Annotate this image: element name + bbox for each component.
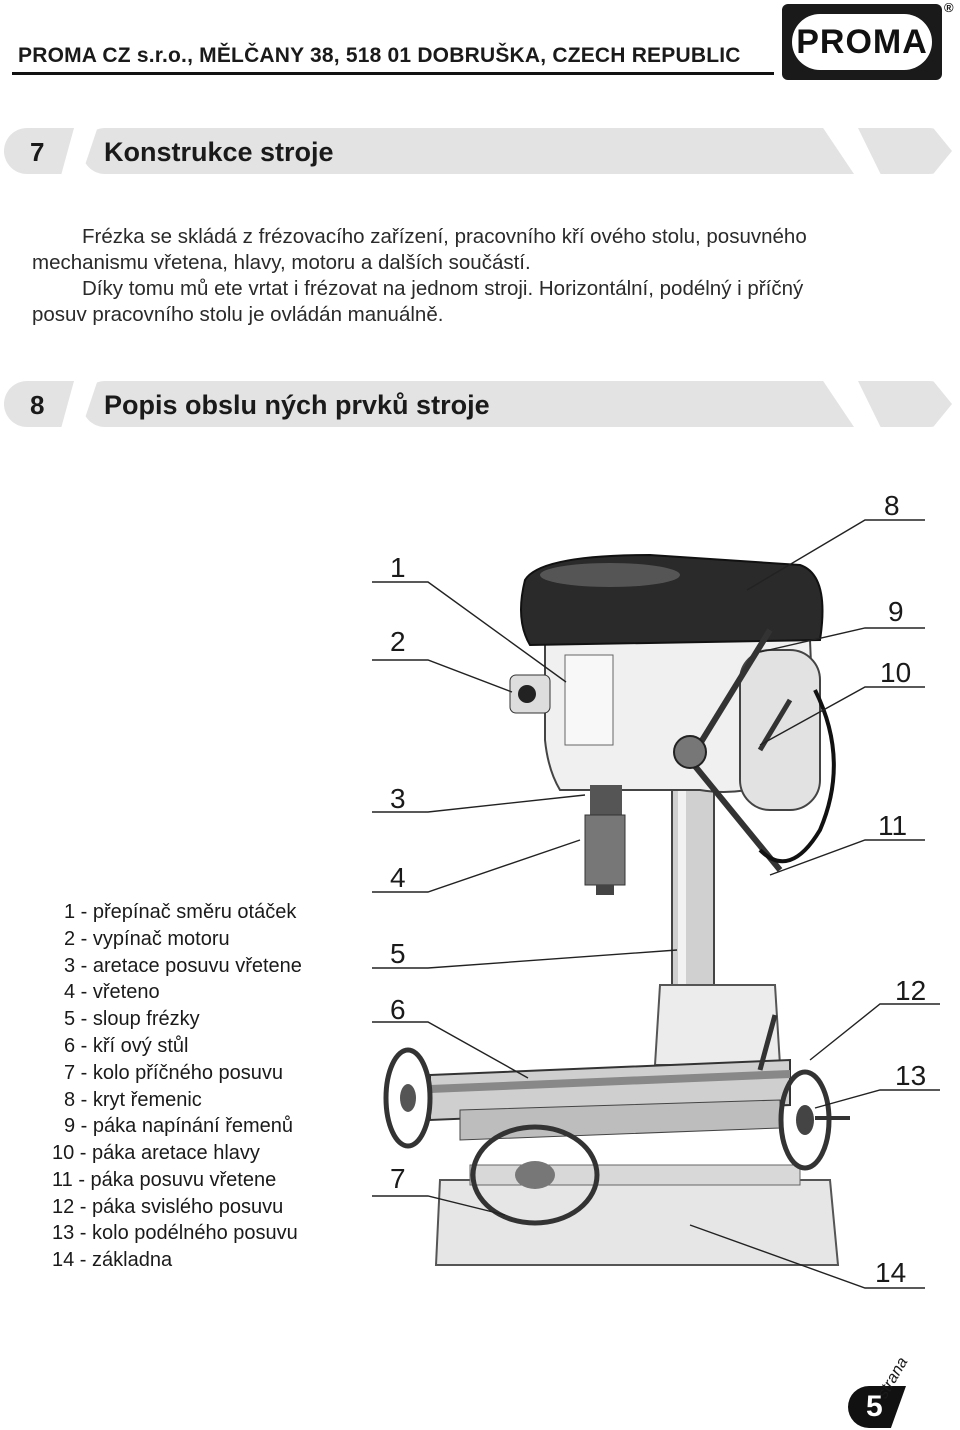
callout-4: 4 bbox=[390, 862, 406, 893]
section-title: Konstrukce stroje bbox=[104, 137, 334, 167]
section-number-box: 7 bbox=[4, 128, 74, 174]
callout-3: 3 bbox=[390, 783, 406, 814]
callout-6: 6 bbox=[390, 994, 406, 1025]
legend-item: 10 - páka aretace hlavy bbox=[52, 1142, 260, 1164]
callout-7: 7 bbox=[390, 1163, 406, 1194]
paragraph-line: posuv pracovního stolu je ovládán manuál… bbox=[32, 303, 444, 326]
legend-list-2: 10 - páka aretace hlavy 11 - páka posuvu… bbox=[52, 1140, 298, 1274]
callout-9: 9 bbox=[888, 596, 904, 627]
section-number: 7 bbox=[30, 137, 45, 167]
legend-list: 1 - přepínač směru otáček 2 - vypínač mo… bbox=[64, 899, 302, 1140]
milling-machine-illustration bbox=[372, 519, 940, 1289]
legend-item: 13 - kolo podélného posuvu bbox=[52, 1222, 298, 1245]
legend-item: 12 - páka svislého posuvu bbox=[52, 1195, 284, 1218]
section-tail bbox=[858, 128, 952, 174]
legend-item: 4 - vřeteno bbox=[64, 981, 160, 1004]
section-title-box: Popis obslu ných prvků stroje bbox=[82, 381, 854, 427]
callout-12: 12 bbox=[895, 975, 927, 1006]
callout-10: 10 bbox=[880, 657, 912, 688]
section-8-header: 8 Popis obslu ných prvků stroje bbox=[4, 381, 952, 427]
legend-item: 3 - aretace posuvu vřetene bbox=[64, 954, 302, 977]
section-7-header: 7 Konstrukce stroje bbox=[4, 128, 952, 174]
legend-item: 1 - přepínač směru otáček bbox=[64, 901, 297, 923]
paragraph-line: mechanismu vřetena, hlavy, motoru a dalš… bbox=[32, 251, 531, 274]
logo-text: PROMA bbox=[792, 14, 932, 70]
legend-item: 11 - páka posuvu vřetene bbox=[52, 1168, 277, 1191]
callout-2: 2 bbox=[390, 626, 406, 657]
callout-8: 8 bbox=[884, 490, 900, 521]
legend-item: 7 - kolo příčného posuvu bbox=[64, 1061, 284, 1084]
legend-item: 2 - vypínač motoru bbox=[64, 927, 230, 950]
section-title-box: Konstrukce stroje bbox=[82, 128, 854, 174]
paragraph-line: Frézka se skládá z frézovacího zařízení,… bbox=[82, 225, 807, 248]
section-title: Popis obslu ných prvků stroje bbox=[104, 390, 490, 420]
paragraph-line: Díky tomu mů ete vrtat i frézovat na jed… bbox=[82, 277, 804, 300]
callout-14: 14 bbox=[875, 1257, 907, 1288]
section-number-box: 8 bbox=[4, 381, 74, 427]
callout-11: 11 bbox=[878, 810, 908, 841]
registered-mark: ® bbox=[944, 0, 954, 15]
legend-item: 8 - kryt řemenic bbox=[64, 1088, 202, 1111]
legend-item: 14 - základna bbox=[52, 1249, 173, 1272]
header-rule bbox=[12, 72, 774, 75]
legend-item: 9 - páka napínání řemenů bbox=[64, 1115, 294, 1138]
callout-13: 13 bbox=[895, 1060, 927, 1091]
callout-1: 1 bbox=[390, 552, 406, 583]
page-number: 5 bbox=[866, 1390, 883, 1423]
section-number: 8 bbox=[30, 390, 45, 420]
section-tail bbox=[858, 381, 952, 427]
page-word: strana bbox=[874, 1354, 912, 1402]
callout-5: 5 bbox=[390, 938, 406, 969]
proma-logo: PROMA bbox=[782, 4, 942, 80]
legend-item: 6 - kří ový stůl bbox=[64, 1034, 189, 1057]
company-address: PROMA CZ s.r.o., MĚLČANY 38, 518 01 DOBR… bbox=[18, 44, 741, 67]
legend-item: 5 - sloup frézky bbox=[64, 1008, 200, 1031]
